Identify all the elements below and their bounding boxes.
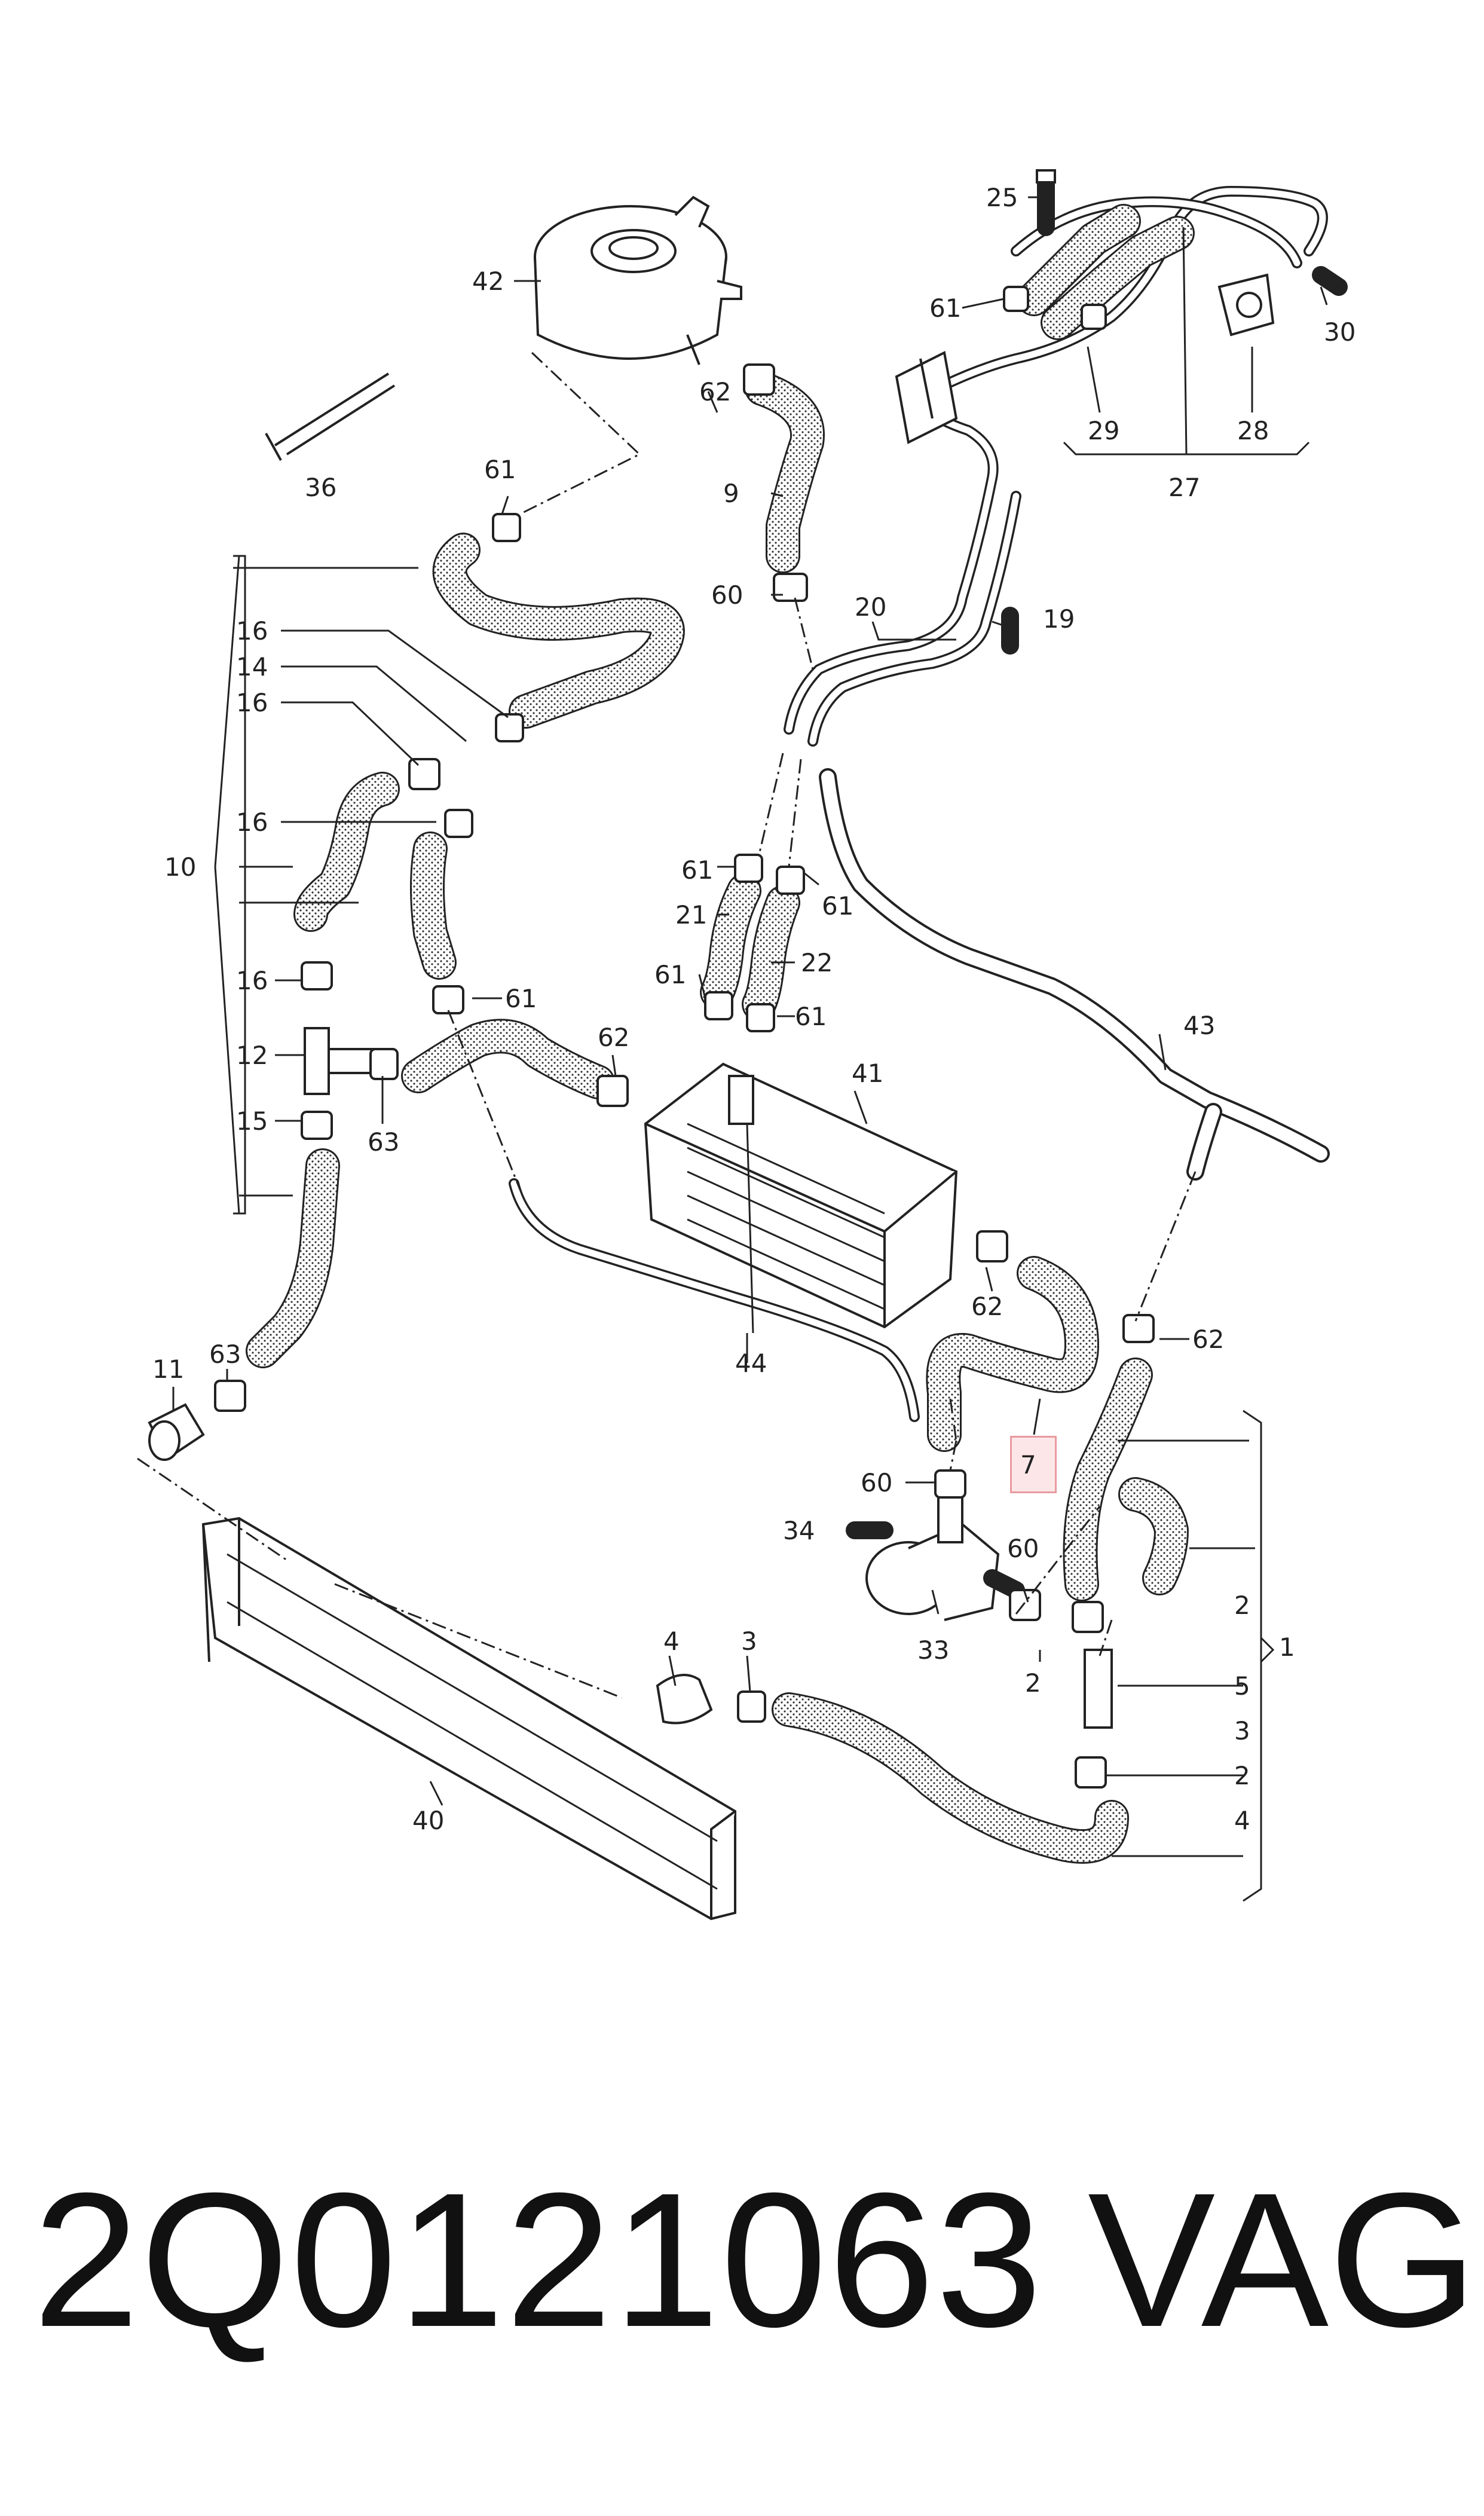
callout-16: 16 — [236, 966, 268, 995]
callout-22: 22 — [801, 948, 833, 977]
hose-7 — [926, 1256, 1099, 1452]
radiator — [201, 1517, 736, 1921]
callout-labels: 42 25 61 29 28 27 30 19 20 62 9 60 61 36… — [152, 183, 1356, 1835]
callout-21: 21 — [675, 900, 707, 930]
callout-61: 61 — [929, 294, 961, 323]
callout-42: 42 — [472, 267, 504, 296]
fitting-11 — [148, 1403, 205, 1461]
callout-20: 20 — [855, 592, 886, 622]
highlight-layer: 7 — [1020, 1450, 1036, 1479]
bracket-pipe — [895, 351, 958, 444]
hose-22 — [742, 885, 800, 1022]
callout-60: 60 — [711, 580, 743, 610]
callout-3: 3 — [1234, 1716, 1250, 1745]
callout-61: 61 — [505, 984, 537, 1013]
coolant-system-exploded-diagram: 42 25 61 29 28 27 30 19 20 62 9 60 61 36… — [137, 169, 1356, 1921]
callout-61: 61 — [484, 455, 516, 484]
callout-4: 4 — [663, 1627, 680, 1656]
callout-62: 62 — [699, 377, 731, 406]
callout-33: 33 — [917, 1635, 949, 1665]
callout-2: 2 — [1025, 1668, 1041, 1698]
callout-61: 61 — [654, 960, 686, 989]
callout-62: 62 — [598, 1023, 629, 1052]
t-piece-12 — [304, 1027, 378, 1095]
callout-2: 2 — [1234, 1761, 1250, 1790]
flange-28 — [1217, 273, 1275, 337]
callout-62: 62 — [1192, 1325, 1224, 1354]
callout-12: 12 — [236, 1041, 268, 1070]
callout-1: 1 — [1279, 1633, 1295, 1662]
callout-44: 44 — [735, 1349, 767, 1378]
callout-10: 10 — [164, 852, 196, 882]
callout-61: 61 — [681, 855, 713, 885]
callout-29: 29 — [1088, 416, 1119, 445]
callout-5: 5 — [1234, 1671, 1250, 1701]
callout-61: 61 — [822, 891, 853, 921]
coolant-pipe-43 — [819, 768, 1330, 1181]
coolant-pipe-20 — [784, 395, 1021, 747]
hose-lower-left — [246, 1148, 340, 1368]
part-number: 2Q0121063 — [33, 2153, 1044, 2367]
hose-middle — [401, 1019, 615, 1099]
callout-16: 16 — [236, 616, 268, 646]
connection-lines — [137, 351, 1197, 1699]
callout-11: 11 — [152, 1355, 184, 1384]
callout-3: 3 — [741, 1627, 757, 1656]
callout-16: 16 — [236, 808, 268, 837]
callout-34: 34 — [783, 1516, 815, 1545]
callout-27: 27 — [1168, 473, 1200, 502]
oil-cooler — [644, 1062, 958, 1329]
hose-right-upper — [1063, 1358, 1189, 1601]
cable-tie-strip — [265, 372, 396, 461]
callout-30: 30 — [1324, 317, 1356, 347]
callout-15: 15 — [236, 1106, 268, 1136]
callout-9: 9 — [723, 479, 739, 508]
expansion-tank — [534, 195, 742, 365]
callout-25: 25 — [986, 183, 1018, 212]
line-44 — [509, 1178, 920, 1422]
callout-2: 2 — [1234, 1591, 1250, 1620]
brand-name: VAG — [1088, 2153, 1478, 2367]
hoses-27 — [1017, 204, 1195, 340]
callout-28: 28 — [1237, 416, 1269, 445]
hose-9 — [745, 371, 825, 573]
callout-63: 63 — [209, 1340, 241, 1369]
callout-62: 62 — [971, 1292, 1003, 1321]
callout-4: 4 — [1234, 1806, 1250, 1835]
callout-41: 41 — [852, 1059, 883, 1088]
callout-40: 40 — [412, 1806, 444, 1835]
callout-36: 36 — [305, 473, 336, 502]
clamps — [214, 286, 1155, 1789]
callout-14: 14 — [236, 652, 268, 681]
callout-43: 43 — [1183, 1011, 1215, 1040]
callout-63: 63 — [368, 1127, 399, 1157]
footer: 2Q0121063 VAG — [0, 2140, 1484, 2391]
leader-lines — [172, 196, 1328, 1902]
hose-10-upper — [432, 533, 685, 729]
hose-lower-long — [772, 1692, 1129, 1864]
callout-7-highlighted: 7 — [1020, 1450, 1036, 1479]
callout-19: 19 — [1043, 604, 1075, 634]
highlighted-callout-box — [1010, 1436, 1057, 1493]
callout-60: 60 — [861, 1468, 892, 1497]
connector-5 — [1084, 1649, 1113, 1729]
water-pump — [865, 1493, 1025, 1621]
callout-60: 60 — [1007, 1534, 1039, 1563]
hose-10-left — [293, 772, 457, 980]
callout-61: 61 — [795, 1002, 827, 1031]
hose-21 — [700, 873, 761, 1010]
callout-16: 16 — [236, 688, 268, 717]
